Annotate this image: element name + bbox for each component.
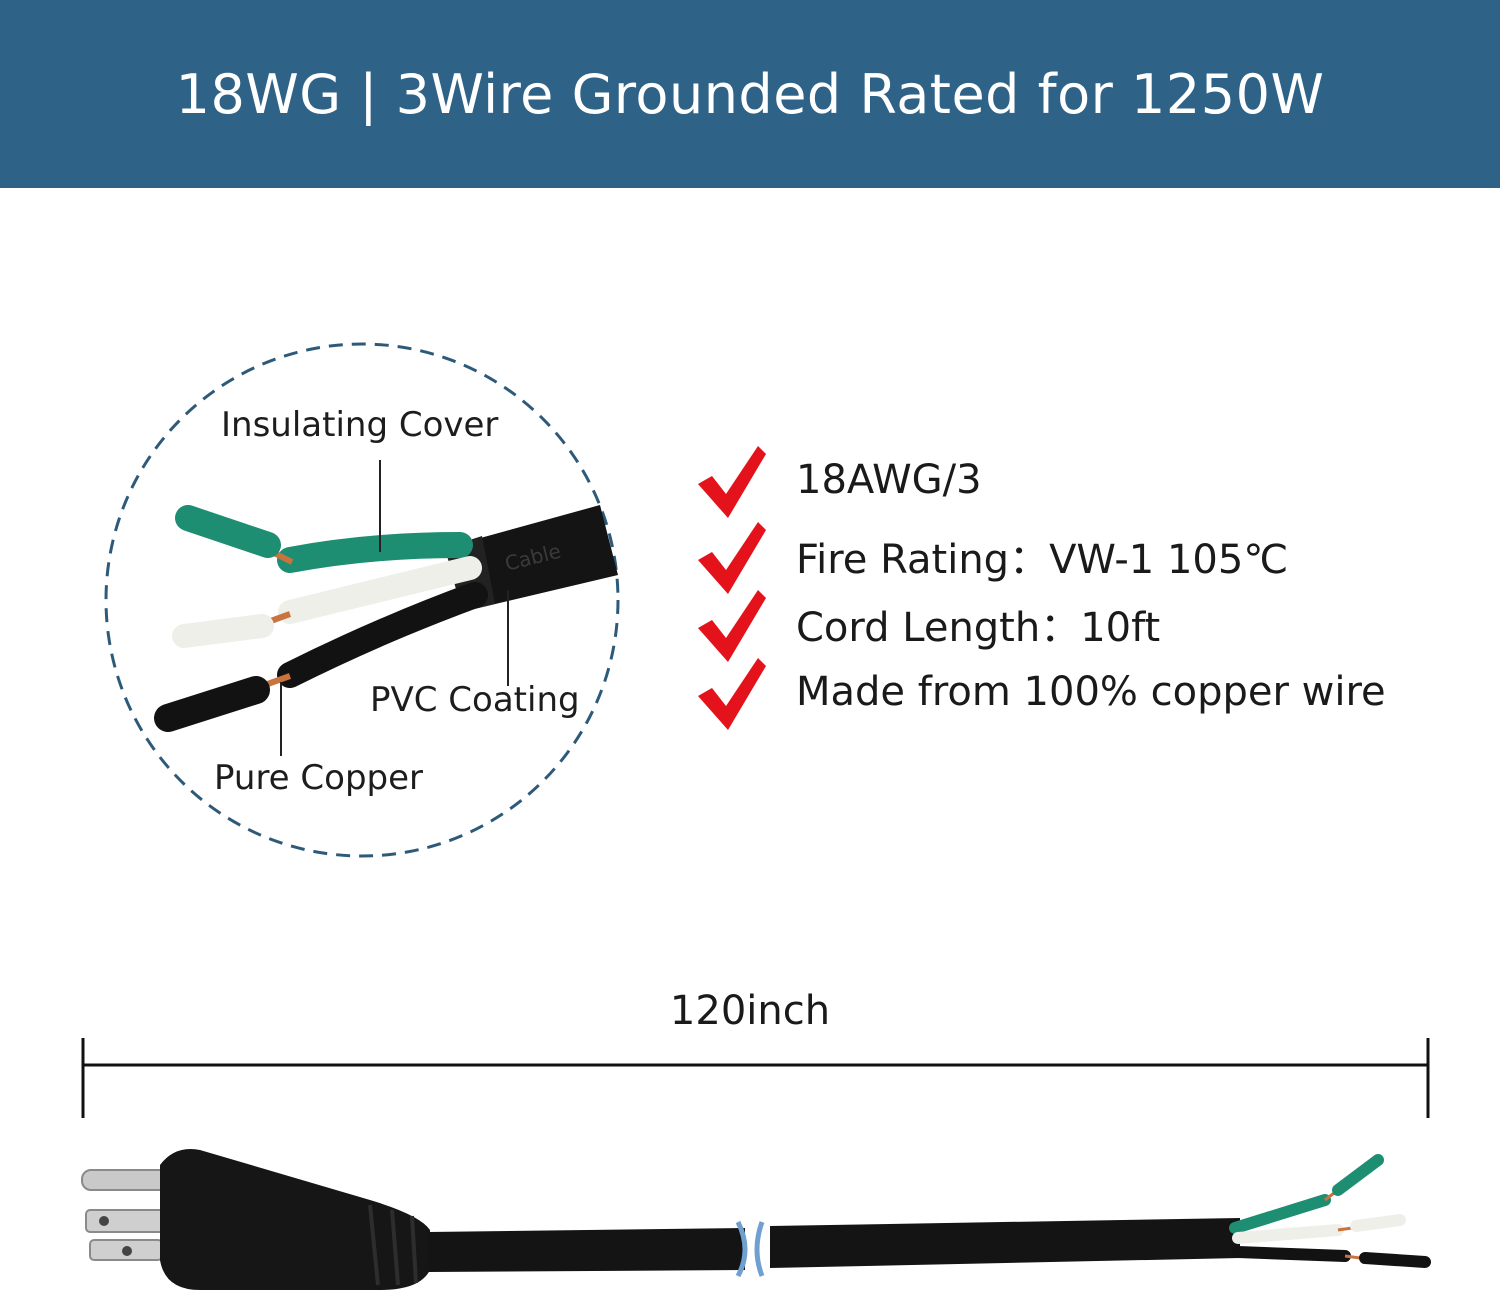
prong-hole bbox=[99, 1216, 109, 1226]
prong-hole bbox=[122, 1246, 132, 1256]
outer-jacket bbox=[455, 505, 618, 610]
strain-relief-rib bbox=[368, 1204, 380, 1286]
strain-relief-rib bbox=[410, 1215, 418, 1284]
green-wire bbox=[277, 532, 473, 573]
plug-body bbox=[160, 1149, 430, 1290]
black-wire-tip bbox=[154, 676, 270, 732]
pvc-coating-label: PVC Coating bbox=[370, 680, 580, 720]
green-wire-end bbox=[1229, 1194, 1331, 1234]
white-wire-tip-end bbox=[1350, 1214, 1406, 1232]
cord-break-mark bbox=[735, 1220, 748, 1278]
pure-copper-label: Pure Copper bbox=[214, 758, 424, 798]
red-check-icon bbox=[698, 590, 766, 662]
black-wire-tip-end bbox=[1359, 1252, 1431, 1268]
feature-text: Fire Rating：VW-1 105℃ bbox=[796, 537, 1289, 583]
detail-dashed-circle bbox=[104, 342, 620, 858]
cable-detail-illustration: Cable bbox=[104, 342, 620, 858]
white-wire-copper-end bbox=[1337, 1226, 1353, 1232]
feature-item: Cord Length：10ft bbox=[690, 584, 1160, 664]
cord-illustration bbox=[81, 1038, 1431, 1290]
page-title: 18WG | 3Wire Grounded Rated for 1250W bbox=[175, 62, 1325, 126]
black-wire bbox=[277, 582, 488, 688]
white-wire-tip bbox=[172, 614, 274, 648]
strain-relief-rib bbox=[390, 1209, 400, 1286]
feature-text: 18AWG/3 bbox=[796, 457, 982, 503]
white-wire-end bbox=[1232, 1224, 1344, 1244]
length-dimension-label: 120inch bbox=[669, 988, 831, 1034]
green-wire-tip-end bbox=[1332, 1154, 1384, 1196]
black-wire-copper-end bbox=[1344, 1254, 1361, 1260]
red-check-icon bbox=[698, 658, 766, 730]
feature-item: 18AWG/3 bbox=[690, 440, 982, 520]
red-check-icon bbox=[698, 446, 766, 518]
header-banner: 18WG | 3Wire Grounded Rated for 1250W bbox=[0, 0, 1500, 188]
insulating-cover-label: Insulating Cover bbox=[221, 405, 499, 445]
cord-break-mark bbox=[754, 1221, 765, 1277]
black-wire-end bbox=[1232, 1246, 1351, 1262]
feature-item: Made from 100% copper wire bbox=[690, 652, 1386, 732]
feature-item: Fire Rating：VW-1 105℃ bbox=[690, 516, 1288, 596]
green-wire-tip bbox=[175, 505, 281, 558]
red-check-icon bbox=[698, 522, 766, 594]
cord-segment-left bbox=[428, 1228, 745, 1272]
cord-segment-right bbox=[770, 1218, 1240, 1268]
white-wire bbox=[278, 556, 482, 624]
blade-prong-top bbox=[85, 1209, 167, 1233]
feature-text: Made from 100% copper wire bbox=[796, 669, 1386, 715]
feature-text: Cord Length：10ft bbox=[796, 605, 1161, 651]
